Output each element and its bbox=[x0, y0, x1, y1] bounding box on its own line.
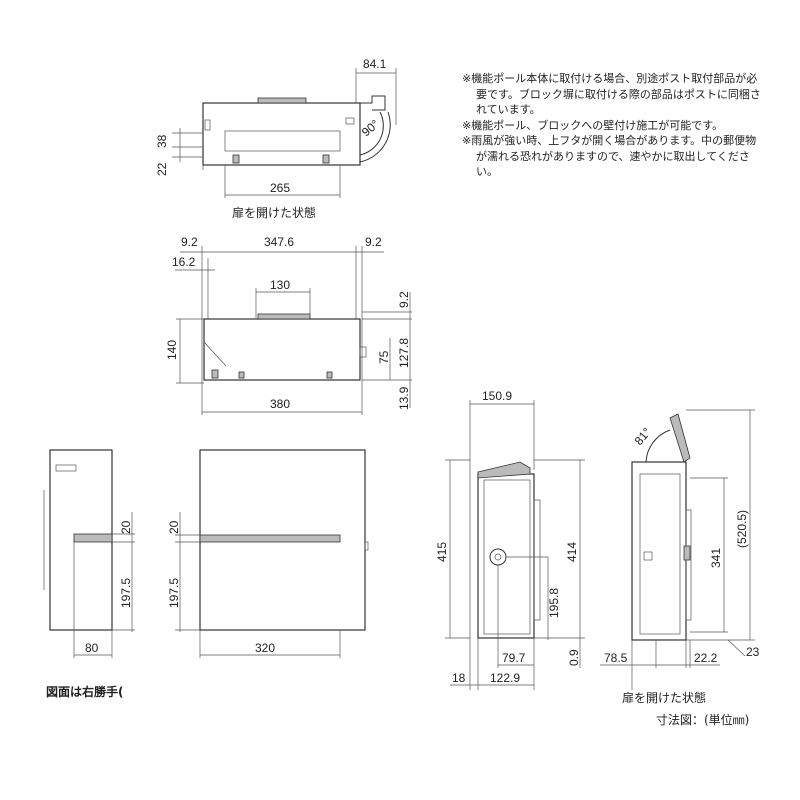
sec-dim-150-9: 150.9 bbox=[482, 389, 512, 403]
side-dim-80: 80 bbox=[85, 641, 99, 655]
open-side-view: 81° (520.5) 341 23 78.5 22.2 bbox=[600, 409, 760, 690]
note-1: ※機能ポール本体に取付ける場合、別途ポスト取付部品が必要です。ブロック塀に取付け… bbox=[462, 72, 761, 116]
caption-right-hand: 図面は右勝手( bbox=[46, 685, 124, 699]
dim-9-2-right: 9.2 bbox=[365, 235, 382, 249]
open-dim-23: 23 bbox=[746, 645, 760, 659]
section-view: 150.9 415 414 195.8 0.9 79.7 18 122.9 bbox=[435, 389, 585, 690]
dim-140: 140 bbox=[165, 340, 179, 360]
sec-dim-122-9: 122.9 bbox=[490, 671, 520, 685]
caption-side-open: 扉を開けた状態 bbox=[622, 691, 707, 705]
side-view: 20 197.5 80 bbox=[43, 449, 135, 658]
dim-13-9: 13.9 bbox=[397, 386, 411, 410]
open-dim-22-2: 22.2 bbox=[694, 651, 718, 665]
note-3: ※雨風が強い時、上フタが開く場合があります。中の郵便物が濡れる恐れがありますので… bbox=[462, 134, 757, 178]
front-dim-20: 20 bbox=[167, 520, 181, 534]
dim-22: 22 bbox=[155, 162, 169, 176]
dim-75: 75 bbox=[377, 350, 391, 364]
sec-dim-415: 415 bbox=[435, 542, 449, 562]
sec-dim-18: 18 bbox=[452, 671, 466, 685]
open-angle-81: 81° bbox=[632, 425, 655, 448]
front-dim-197-5: 197.5 bbox=[167, 578, 181, 608]
dim-16-2: 16.2 bbox=[172, 255, 196, 269]
top-view-open: 84.1 38 22 265 90° bbox=[155, 57, 397, 198]
dim-127-8: 127.8 bbox=[397, 338, 411, 368]
notes-block: ※機能ポール本体に取付ける場合、別途ポスト取付部品が必要です。ブロック塀に取付け… bbox=[462, 71, 762, 180]
front-view: 20 197.5 320 bbox=[167, 449, 369, 658]
sec-dim-79-7: 79.7 bbox=[502, 651, 526, 665]
open-dim-78-5: 78.5 bbox=[604, 651, 628, 665]
sec-dim-414: 414 bbox=[565, 542, 579, 562]
dim-84-1: 84.1 bbox=[363, 57, 387, 71]
dim-130: 130 bbox=[270, 278, 290, 292]
side-dim-197-5: 197.5 bbox=[119, 578, 133, 608]
dim-9-2-vert: 9.2 bbox=[397, 291, 411, 308]
dim-347-6: 347.6 bbox=[264, 235, 294, 249]
sec-dim-0-9: 0.9 bbox=[567, 649, 581, 666]
caption-unit: 寸法図：(単位㎜) bbox=[656, 713, 750, 727]
dim-angle-90: 90° bbox=[359, 117, 382, 140]
front-dim-320: 320 bbox=[255, 641, 275, 655]
dim-380: 380 bbox=[270, 397, 290, 411]
caption-top-open: 扉を開けた状態 bbox=[232, 206, 317, 220]
open-dim-341: 341 bbox=[709, 548, 723, 568]
dim-38: 38 bbox=[155, 134, 169, 148]
dim-265: 265 bbox=[270, 181, 290, 195]
top-view-closed: 9.2 347.6 9.2 16.2 130 9.2 140 127.8 75 … bbox=[165, 235, 412, 415]
note-2: ※機能ポール、ブロックへの壁付け施工が可能です。 bbox=[462, 118, 724, 132]
side-dim-20: 20 bbox=[119, 520, 133, 534]
dim-9-2-left: 9.2 bbox=[181, 235, 198, 249]
sec-dim-195-8: 195.8 bbox=[547, 588, 561, 618]
open-dim-520-5: (520.5) bbox=[735, 510, 749, 548]
